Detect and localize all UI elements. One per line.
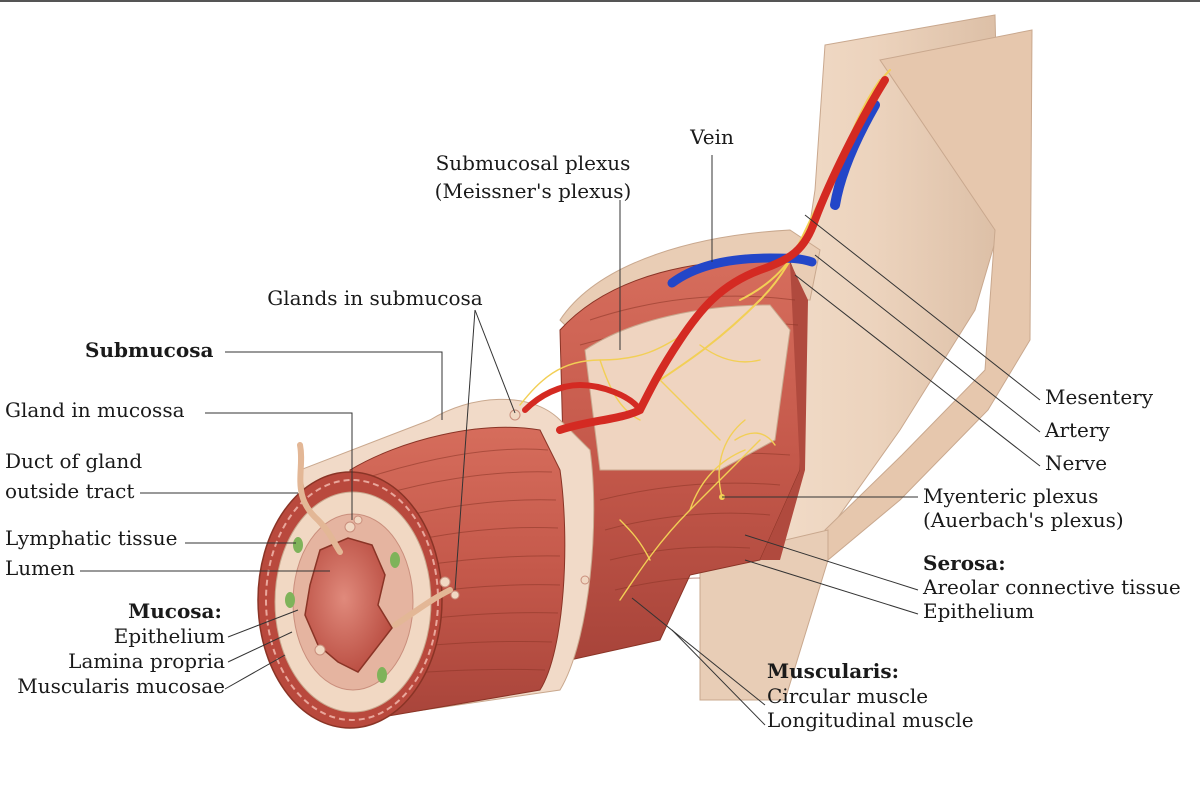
label-submucosal-plexus-1: Submucosal plexus bbox=[436, 151, 631, 175]
artery-branch bbox=[522, 381, 643, 413]
vein-vessel bbox=[667, 253, 817, 288]
label-glands-in-submucosa: Glands in submucosa bbox=[267, 286, 483, 310]
label-submucosal-plexus-2: (Meissner's plexus) bbox=[435, 179, 632, 203]
label-circular-muscle: Circular muscle bbox=[767, 684, 928, 708]
label-muscularis-title: Muscularis: bbox=[767, 659, 899, 683]
label-serosa-title: Serosa: bbox=[923, 551, 1006, 575]
label-gland-in-mucosa: Gland in mucossa bbox=[5, 398, 185, 422]
lymph-node bbox=[390, 552, 400, 568]
label-myenteric-plexus-2: (Auerbach's plexus) bbox=[923, 508, 1124, 532]
lymph-node bbox=[293, 537, 303, 553]
label-mucosa-title: Mucosa: bbox=[128, 599, 222, 623]
label-duct-of-gland-1: Duct of gland bbox=[5, 449, 142, 473]
lymph-node bbox=[285, 592, 295, 608]
label-artery: Artery bbox=[1044, 418, 1110, 442]
label-submucosa: Submucosa bbox=[85, 338, 213, 362]
label-myenteric-plexus-1: Myenteric plexus bbox=[923, 484, 1098, 508]
label-lymphatic-tissue: Lymphatic tissue bbox=[5, 526, 177, 550]
label-nerve: Nerve bbox=[1045, 451, 1107, 475]
cross-section bbox=[257, 471, 443, 729]
label-longitudinal-muscle: Longitudinal muscle bbox=[767, 708, 974, 732]
artery-vessel bbox=[556, 76, 889, 434]
label-muscularis-mucosae: Muscularis mucosae bbox=[17, 674, 225, 698]
label-mucosa-epithelium: Epithelium bbox=[114, 624, 225, 648]
label-mesentery: Mesentery bbox=[1045, 385, 1154, 409]
label-lumen: Lumen bbox=[5, 556, 75, 580]
vein-vessel-upper bbox=[830, 100, 880, 210]
leader-lines bbox=[80, 155, 1041, 726]
label-group: Submucosal plexus (Meissner's plexus) Ve… bbox=[5, 125, 1181, 732]
label-vein: Vein bbox=[689, 125, 734, 149]
label-areolar-connective-tissue: Areolar connective tissue bbox=[922, 575, 1181, 599]
lymph-node bbox=[377, 667, 387, 683]
label-duct-of-gland-2: outside tract bbox=[5, 479, 134, 503]
label-serosa-epithelium: Epithelium bbox=[923, 599, 1034, 623]
gland-ducts bbox=[297, 409, 590, 656]
label-lamina-propria: Lamina propria bbox=[68, 649, 225, 673]
blood-vessels bbox=[522, 76, 889, 434]
